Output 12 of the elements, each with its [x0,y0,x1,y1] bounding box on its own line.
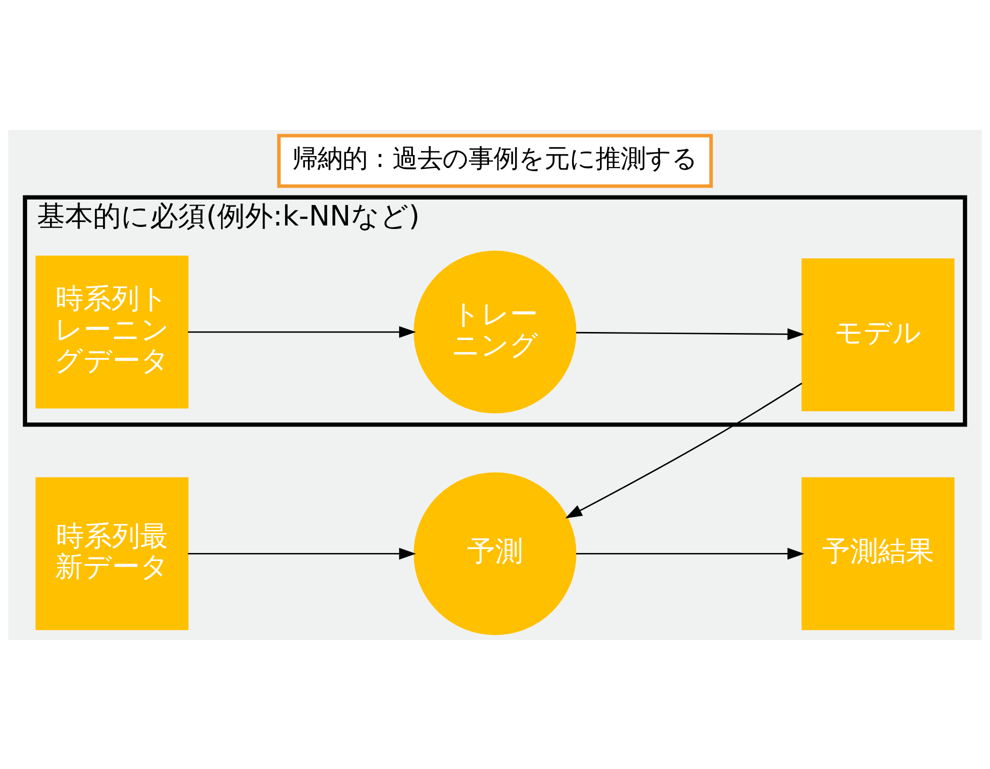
arrow [576,547,804,560]
node-circle: トレーニング [414,250,576,413]
arrow [576,328,804,340]
node-box: 時系列トレーニングデータ [36,255,188,408]
node-box: 時系列最新データ [36,476,188,630]
node-box: 予測結果 [802,476,954,630]
arrow [188,547,416,560]
node-circle: 予測 [414,472,576,635]
node-box: モデル [802,258,954,411]
arrow [188,326,416,338]
node-box: 帰納的 : 過去の事例を元に推測する [277,133,713,188]
arrow [565,382,802,518]
